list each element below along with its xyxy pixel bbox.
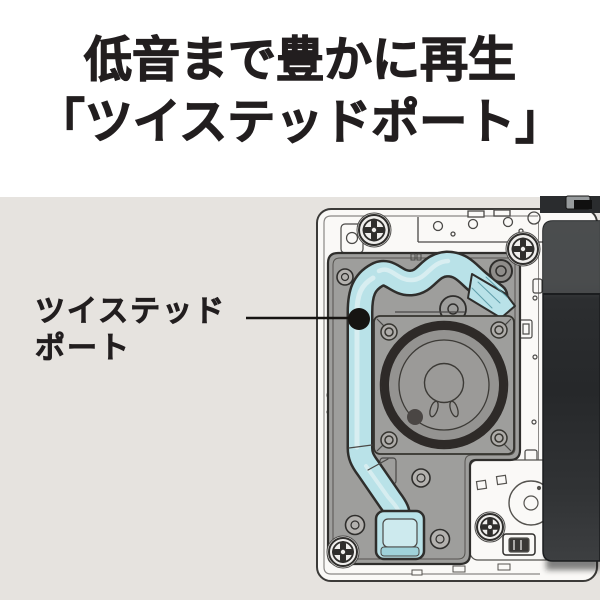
cross-screw-top-left: [356, 212, 392, 248]
callout-line1: ツイステッド: [35, 295, 227, 329]
port-mouth: [374, 509, 426, 561]
terminal-connector: [502, 533, 536, 556]
woofer-driver: [373, 311, 515, 455]
cross-screw-bottom-right: [474, 511, 506, 543]
twisted-port-tube: [346, 250, 516, 561]
vent-strip: [417, 209, 543, 243]
callout-line2: ポート: [35, 332, 131, 366]
magnet-dome: [423, 362, 465, 404]
ring-screws: [336, 259, 513, 550]
callout-pointer: [246, 308, 370, 330]
front-panel-photo: [540, 195, 600, 570]
driver-corner-screws: [380, 321, 508, 449]
pointer-dot: [348, 308, 370, 330]
cross-screws: [326, 212, 541, 569]
driver-dot: [407, 409, 423, 425]
port-callout-label: ツイステッド ポート: [35, 293, 226, 367]
headline-line1: 低音まで豊かに再生: [83, 33, 516, 87]
headline-band: 低音まで豊かに再生 「ツイステッドポート」: [0, 0, 600, 197]
cross-screw-top-right: [505, 231, 541, 267]
headline: 低音まで豊かに再生 「ツイステッドポート」: [0, 30, 600, 154]
cross-screw-bottom-left: [326, 535, 360, 569]
headline-line2: 「ツイステッドポート」: [36, 95, 564, 149]
